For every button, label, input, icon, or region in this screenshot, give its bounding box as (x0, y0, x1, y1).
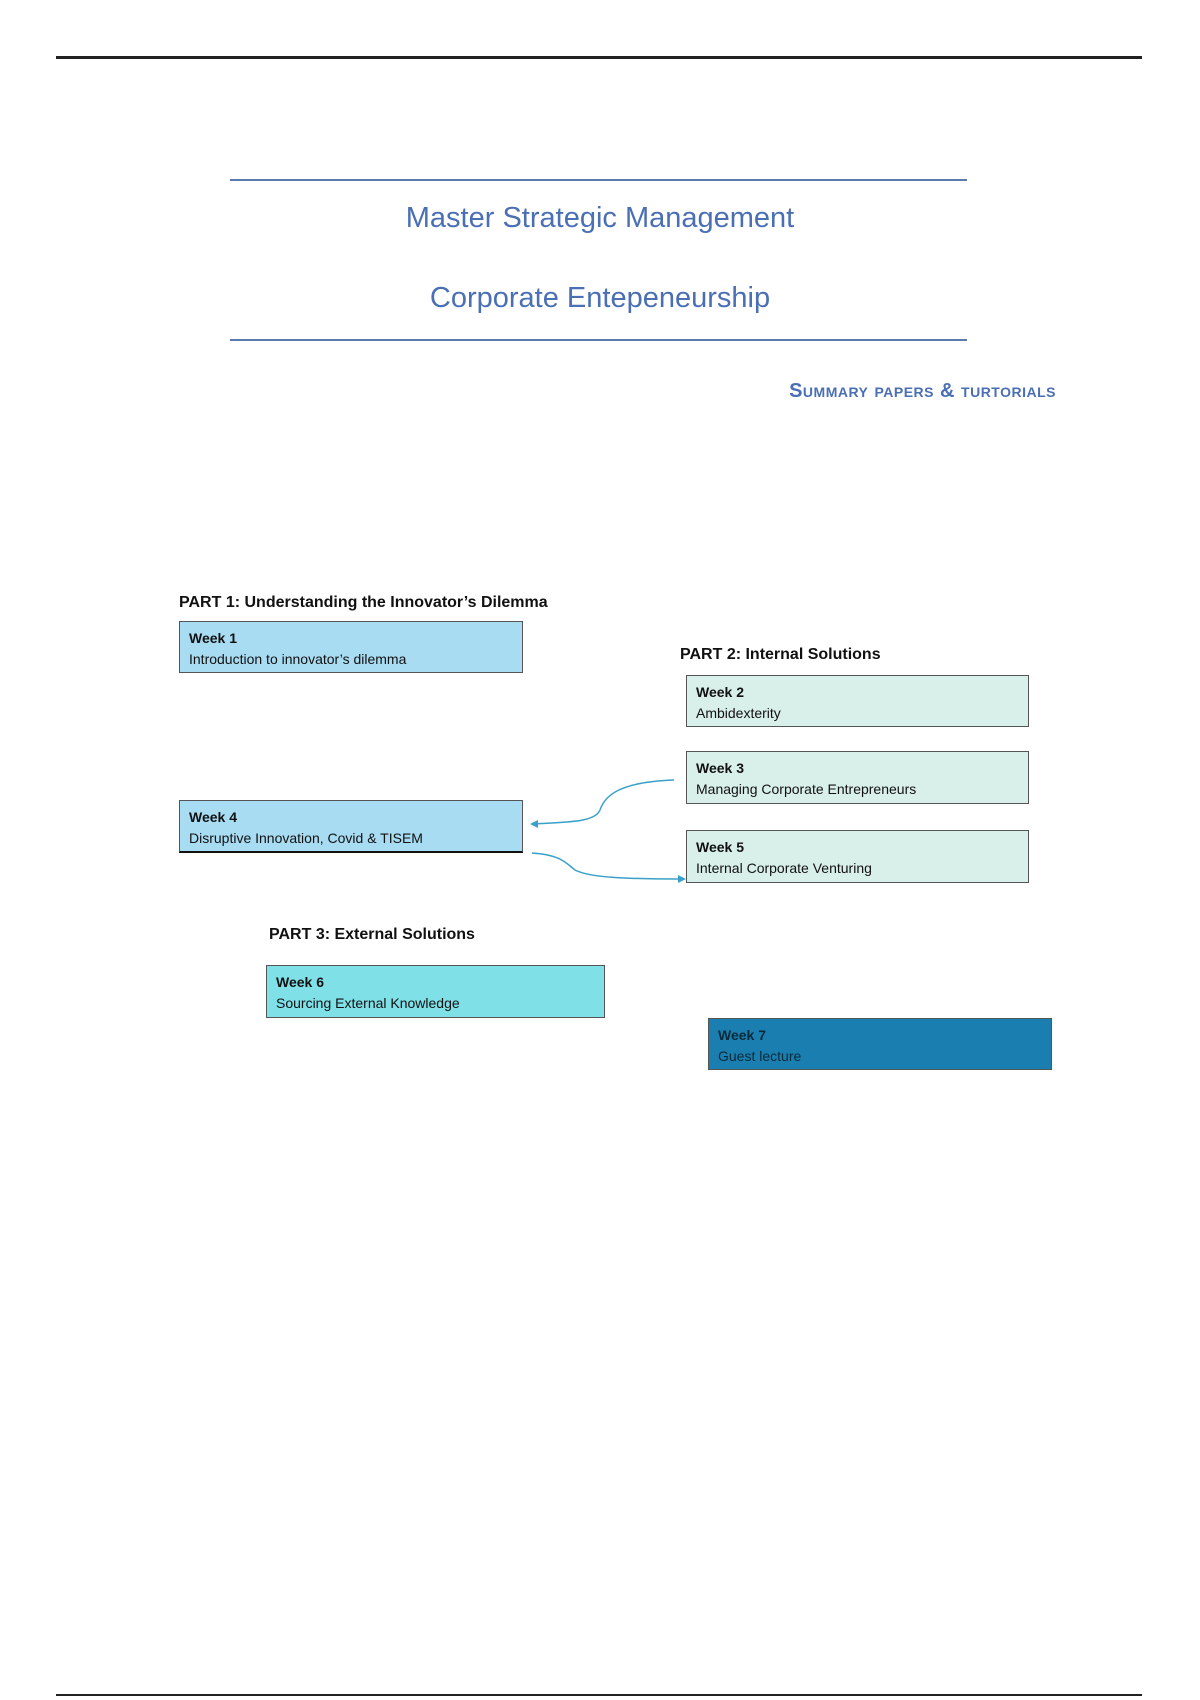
week-4-box: Week 4 Disruptive Innovation, Covid & TIS… (179, 800, 523, 853)
week-topic: Ambidexterity (696, 705, 781, 721)
arrow-week3-to-week4 (531, 779, 675, 825)
week-label: Week 4 (189, 809, 237, 825)
course-title: Corporate Entepeneurship (429, 282, 771, 314)
week-label: Week 5 (696, 839, 744, 855)
week-7-box: Week 7 Guest lecture (708, 1018, 1052, 1070)
footer-rule (56, 1694, 1142, 1696)
week-topic: Sourcing External Knowledge (276, 995, 460, 1011)
arrow-week4-to-week5 (531, 852, 685, 880)
document-subtitle: Summary papers & turtorials (789, 380, 1056, 402)
header-rule (56, 56, 1142, 59)
week-label: Week 1 (189, 630, 237, 646)
title-top-rule (230, 179, 967, 181)
week-1-box: Week 1 Introduction to innovator’s dilemm… (179, 621, 523, 673)
week-topic: Internal Corporate Venturing (696, 860, 872, 876)
week-label: Week 3 (696, 760, 744, 776)
part-3-heading: PART 3: External Solutions (269, 926, 475, 943)
week-3-box: Week 3 Managing Corporate Entrepreneurs (686, 751, 1029, 804)
part-1-heading: PART 1: Understanding the Innovator’s Di… (179, 594, 548, 611)
week-label: Week 7 (718, 1027, 766, 1043)
week-topic: Managing Corporate Entrepreneurs (696, 781, 917, 797)
week-topic: Introduction to innovator’s dilemma (189, 651, 407, 667)
week-topic: Guest lecture (718, 1048, 802, 1064)
part-2-heading: PART 2: Internal Solutions (680, 646, 881, 663)
week-2-box: Week 2 Ambidexterity (686, 675, 1029, 727)
week-label: Week 2 (696, 684, 744, 700)
title-bottom-rule (230, 339, 967, 341)
week-5-box: Week 5 Internal Corporate Venturing (686, 830, 1029, 883)
week-topic: Disruptive Innovation, Covid & TISEM (189, 830, 423, 846)
arrowhead-week5 (678, 875, 686, 883)
week-label: Week 6 (276, 974, 324, 990)
week-6-box: Week 6 Sourcing External Knowledge (266, 965, 605, 1018)
document-title: Master Strategic Management (405, 202, 795, 234)
arrowhead-week4 (530, 820, 538, 828)
